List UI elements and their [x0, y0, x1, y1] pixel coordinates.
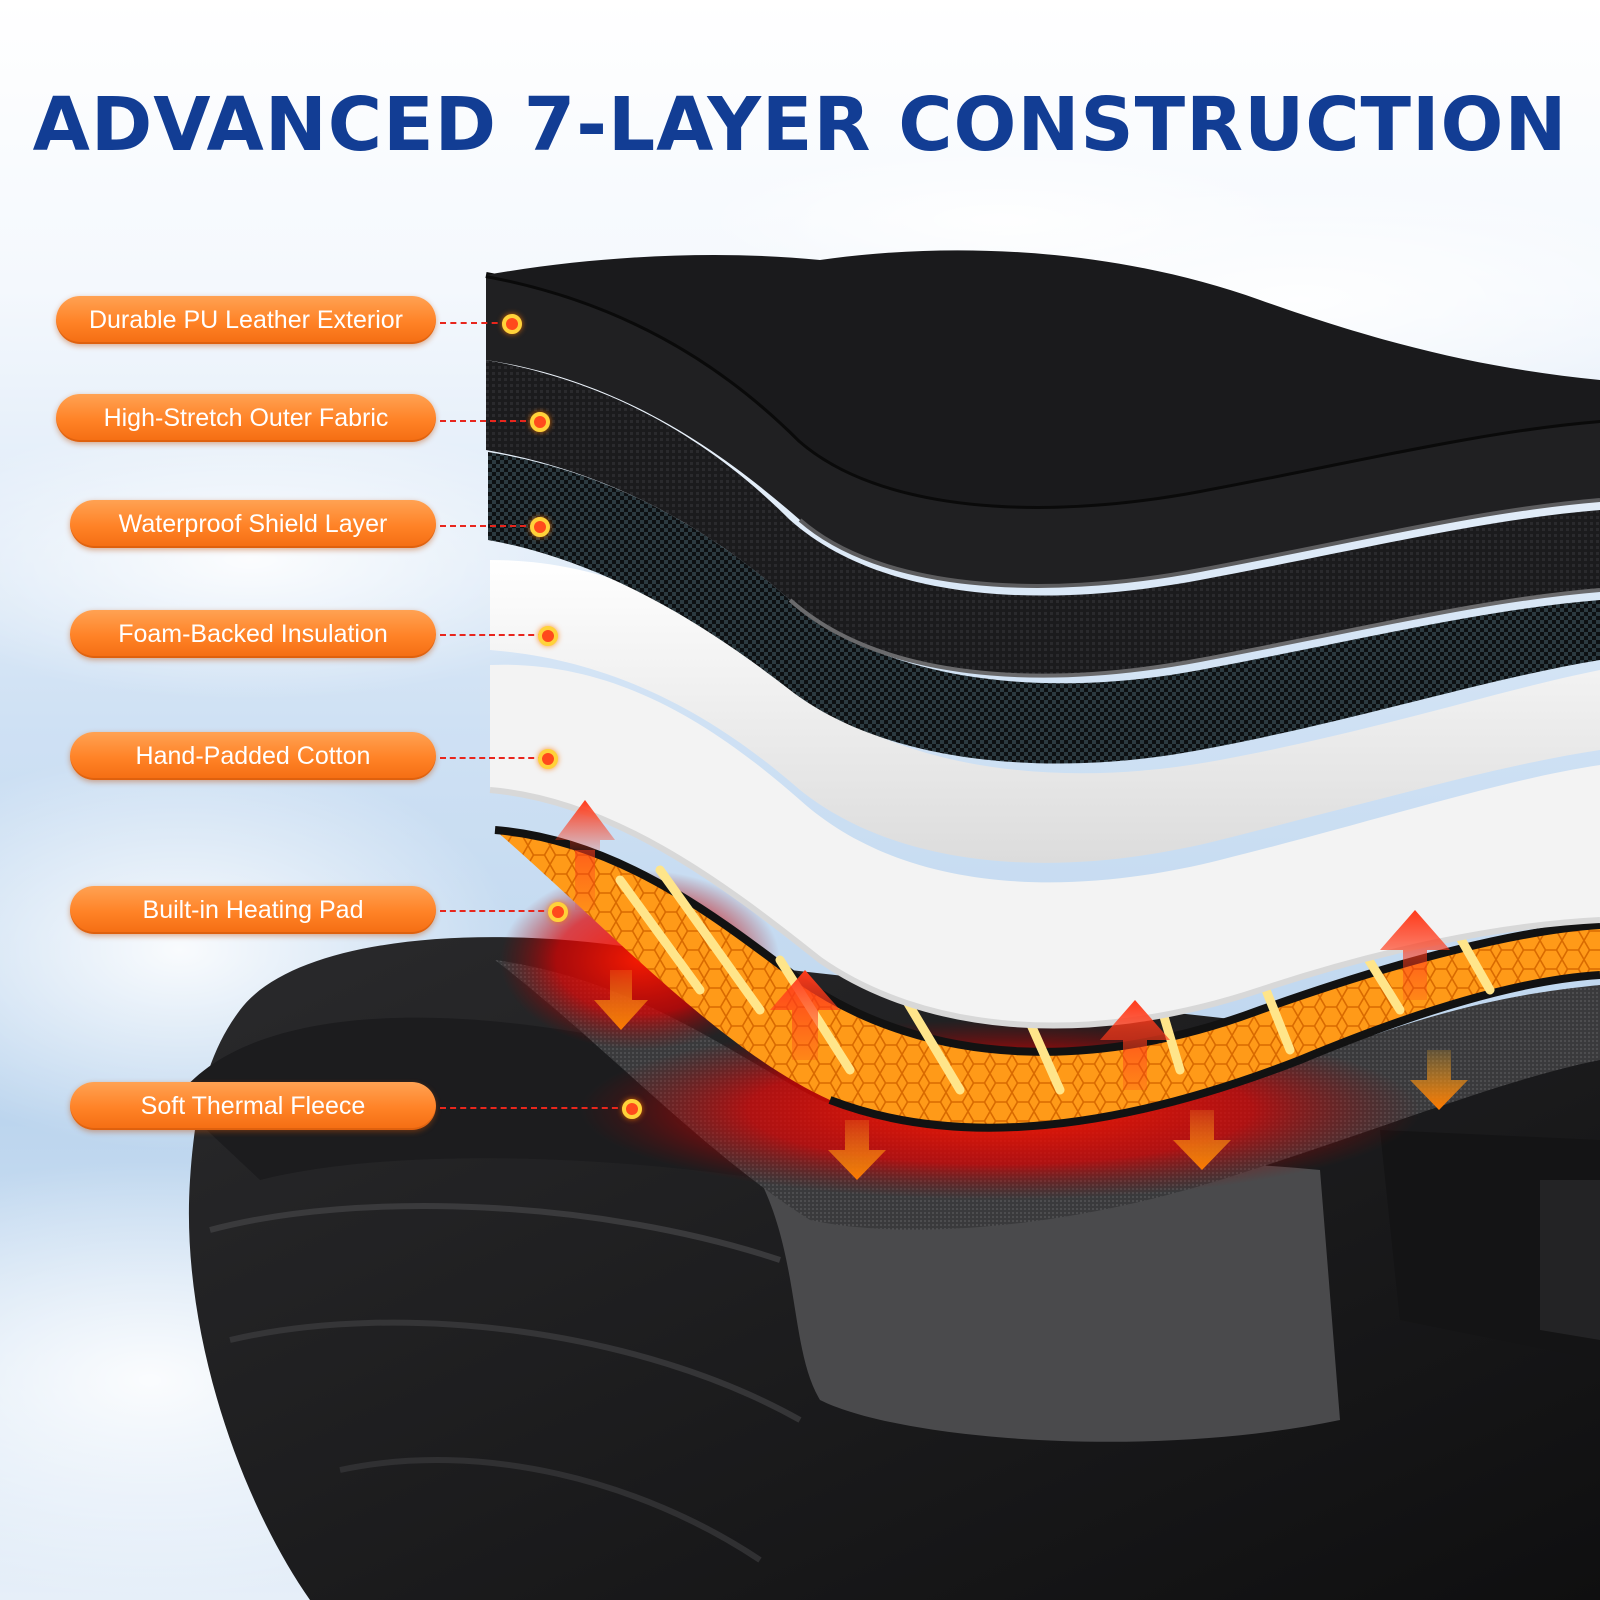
layer-marker: [538, 626, 558, 646]
arrow-up-icon: [770, 970, 840, 1060]
layer-marker: [530, 517, 550, 537]
label-high-stretch-outer-fabric: High-Stretch Outer Fabric: [56, 394, 436, 442]
page-title: ADVANCED 7-LAYER CONSTRUCTION: [32, 82, 1568, 168]
layer-marker: [622, 1099, 642, 1119]
layer-marker: [548, 902, 568, 922]
layer-marker: [502, 314, 522, 334]
arrow-up-icon: [1100, 1000, 1170, 1090]
arrow-down-icon: [828, 1120, 886, 1180]
leader-line: [440, 525, 536, 527]
layer-marker: [530, 412, 550, 432]
arrow-up-icon: [555, 800, 615, 910]
arrow-up-icon: [1380, 910, 1450, 1000]
leader-line: [440, 420, 536, 422]
label-hand-padded-cotton: Hand-Padded Cotton: [70, 732, 436, 780]
leader-line: [440, 1107, 628, 1109]
arrow-down-icon: [1173, 1110, 1231, 1170]
leader-line: [440, 757, 544, 759]
leader-line: [440, 322, 508, 324]
leader-line: [440, 634, 544, 636]
label-waterproof-shield-layer: Waterproof Shield Layer: [70, 500, 436, 548]
layer-marker: [538, 749, 558, 769]
arrow-down-icon: [1410, 1050, 1468, 1110]
label-foam-backed-insulation: Foam-Backed Insulation: [70, 610, 436, 658]
label-soft-thermal-fleece: Soft Thermal Fleece: [70, 1082, 436, 1130]
arrow-down-icon: [594, 970, 648, 1030]
leader-line: [440, 910, 554, 912]
label-built-in-heating-pad: Built-in Heating Pad: [70, 886, 436, 934]
label-durable-pu-leather-exterior: Durable PU Leather Exterior: [56, 296, 436, 344]
